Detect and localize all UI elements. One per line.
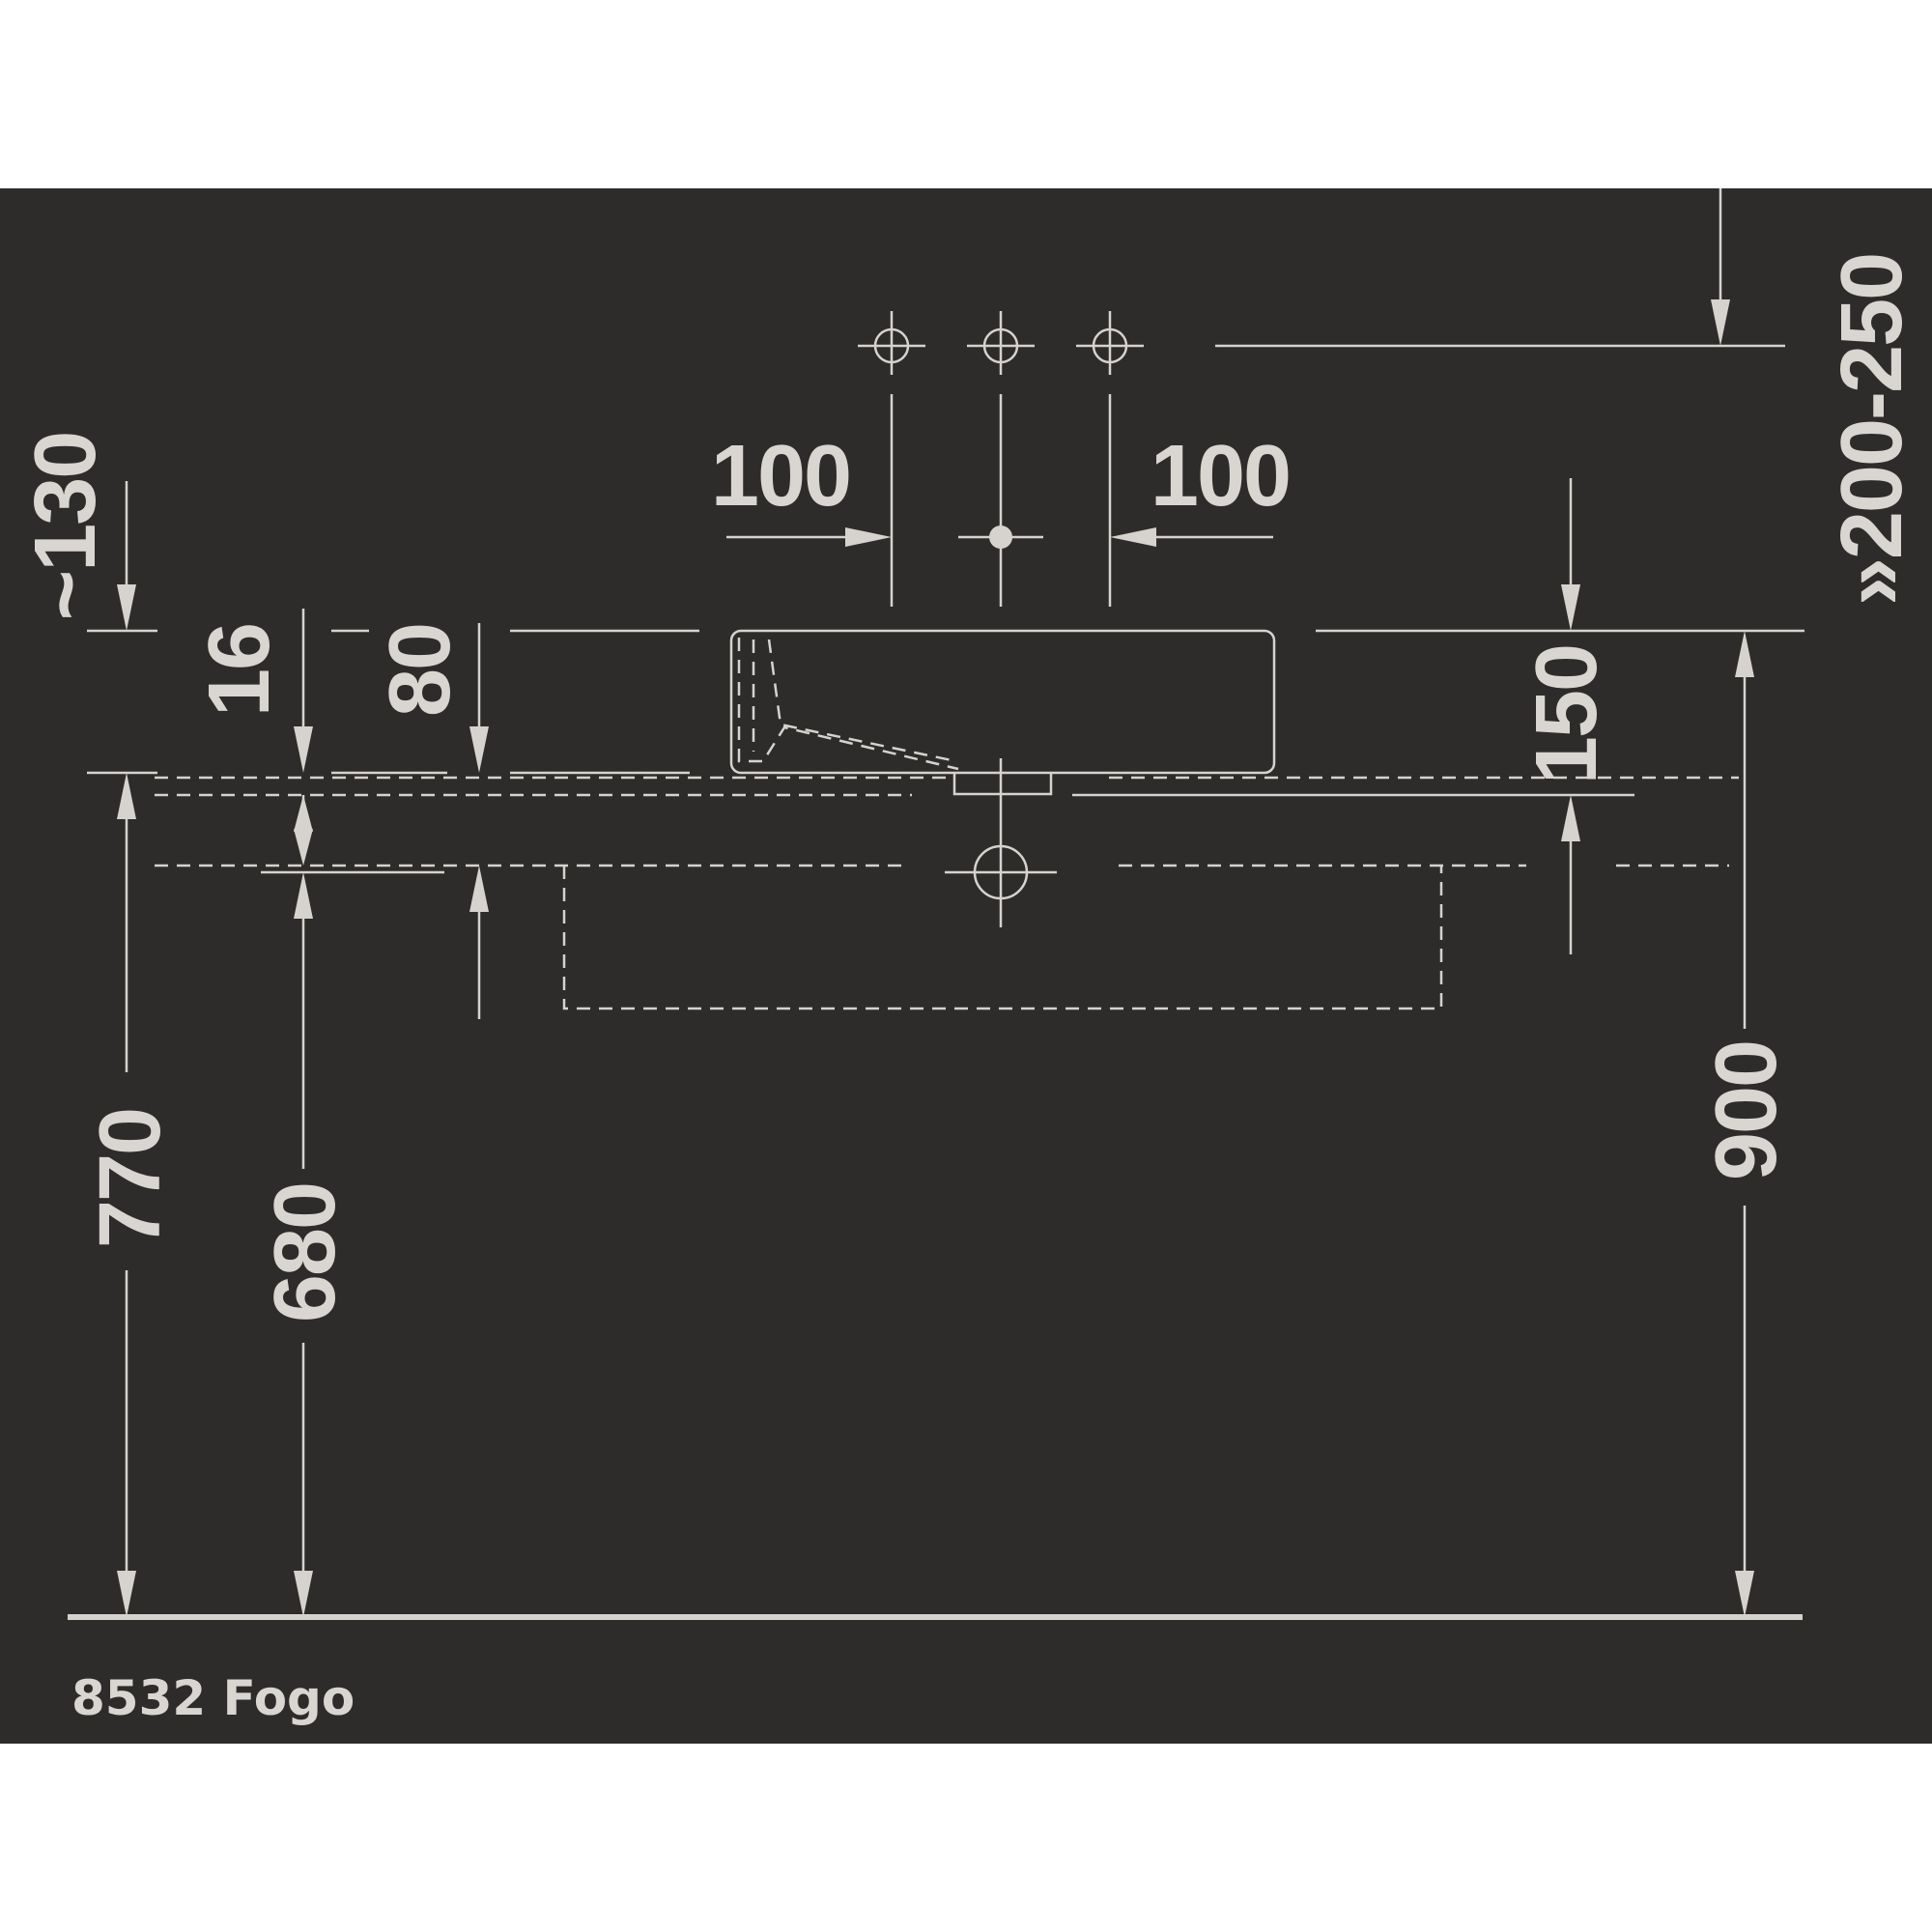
dim-680-arrowhead-top [294, 872, 313, 919]
dim-16-arrowhead-top [294, 726, 313, 773]
dim-80-lower-arrowhead [469, 866, 489, 912]
worktop-underside-line [87, 771, 1634, 797]
tap-hole-right-icon [1076, 311, 1144, 375]
cabinet-top-dashed [155, 864, 1729, 874]
product-caption: 8532 Fogo [71, 1670, 355, 1726]
basin-height-label: 150 [1519, 645, 1615, 784]
dim-770-arrowhead-bottom [117, 1571, 136, 1617]
tap-spacing-right-label: 100 [1151, 428, 1290, 525]
basin-outline [729, 629, 1276, 796]
dim-680-arrowhead-bottom [294, 1571, 313, 1617]
tap-spacing-dimension [726, 526, 1273, 549]
dim-80-arrowhead [469, 726, 489, 773]
height-680-label: 680 [257, 1183, 354, 1322]
height-900-label: 900 [1698, 1041, 1795, 1180]
dim-16-arrowhead-middle-up [294, 795, 313, 832]
tap-height-label: »200-250 [1824, 254, 1920, 606]
cabinet-drawer-outline [562, 866, 1443, 1010]
rim-thickness-label: 16 [191, 624, 288, 717]
dim-770-arrowhead-top [117, 773, 136, 819]
tap-spacing-left-label: 100 [711, 428, 850, 525]
tap-height-arrowhead [1711, 299, 1730, 346]
dim-900-arrowhead-top [1735, 631, 1754, 677]
top-approx-label: ~130 [17, 433, 114, 621]
siphon-outlet-icon [945, 844, 1057, 900]
dim-150-arrowhead-bottom [1561, 795, 1580, 841]
drawing-background [0, 188, 1932, 1744]
tap-holes [858, 311, 1144, 375]
tap-hole-left-icon [858, 311, 925, 375]
dim-130-arrowhead [117, 584, 136, 631]
dim-16-arrowhead-middle-down [294, 829, 313, 866]
dim-150-arrowhead-top [1561, 584, 1580, 631]
height-770-label: 770 [82, 1109, 179, 1248]
dim-900-arrowhead-bottom [1735, 1571, 1754, 1617]
tap-hole-center-icon [967, 311, 1035, 375]
basin-depth-label: 80 [372, 624, 469, 717]
